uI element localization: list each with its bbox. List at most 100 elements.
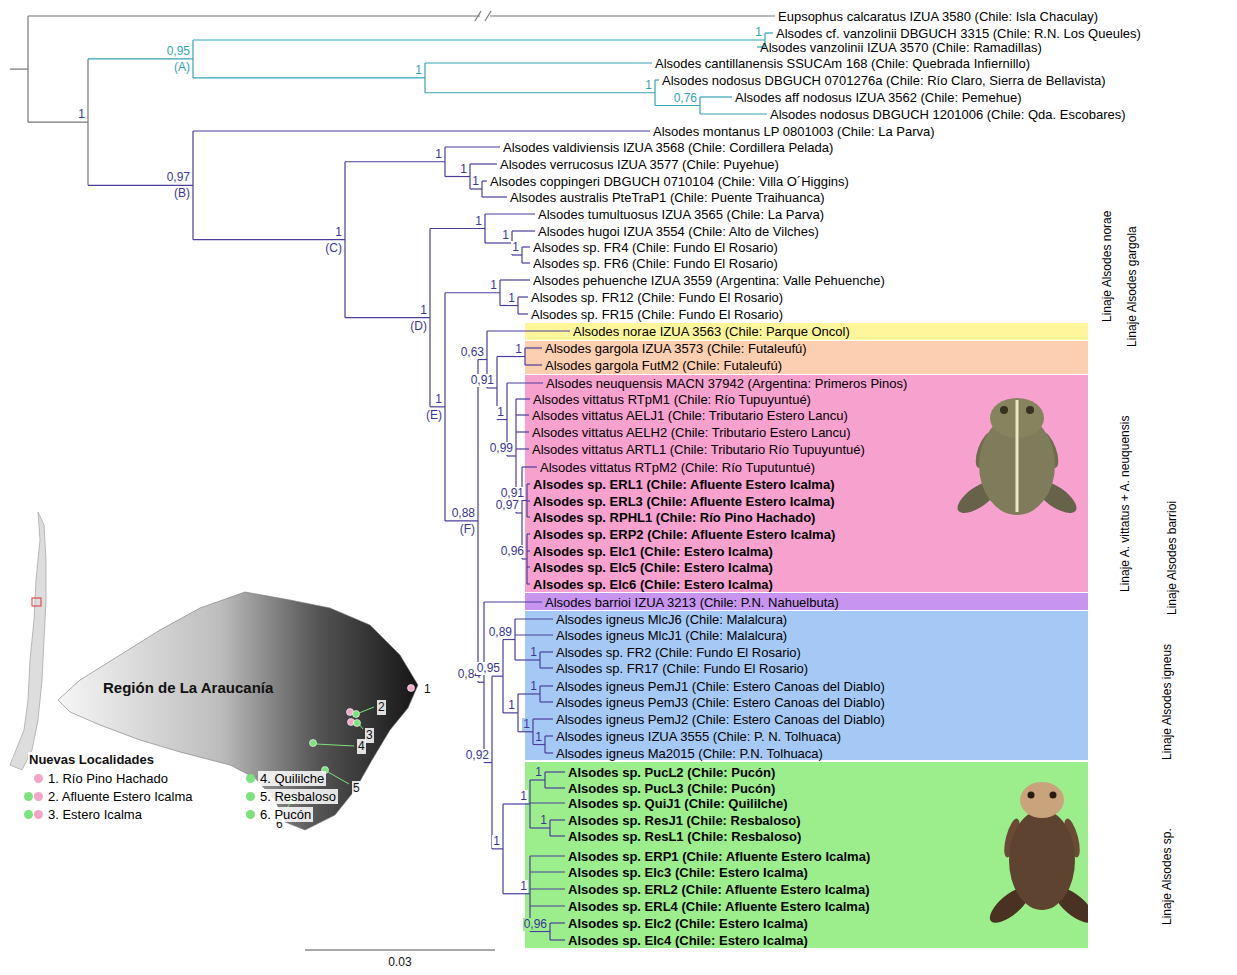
tree-branch <box>545 787 565 788</box>
tree-branch <box>530 931 550 932</box>
tree-branch <box>424 63 425 93</box>
tree-branch <box>530 779 545 780</box>
tree-branch <box>550 922 565 923</box>
lineage-label: Linaje Alsodes barrioi <box>1165 501 1179 615</box>
taxon-label: Alsodes igneus IZUA 3555 (Chile: P. N. T… <box>556 729 841 744</box>
tree-branch <box>524 348 525 365</box>
tree-branch <box>699 97 700 114</box>
tree-branch <box>527 566 530 567</box>
tree-branch <box>540 685 553 686</box>
lineage-band: Linaje Alsodes barrioiAlsodes barrioi IZ… <box>525 593 1088 610</box>
tree-branch <box>28 15 480 16</box>
tree-branch <box>522 262 530 263</box>
taxon-label: Alsodes sp. FR2 (Chile: Fundo El Rosario… <box>556 645 801 660</box>
tree-branch <box>487 330 570 331</box>
taxon-label: Alsodes sp. ResJ1 (Chile: Resbaloso) <box>568 813 801 828</box>
clade-letter: (B) <box>173 187 191 200</box>
tree-branch <box>529 780 530 828</box>
tree-branch <box>10 68 28 69</box>
locality-number: 2 <box>377 700 386 715</box>
tree-branch <box>525 348 526 365</box>
taxon-label: Alsodes coppingeri DBGUCH 0710104 (Chile… <box>490 174 849 189</box>
tree-branch <box>525 414 529 415</box>
tree-branch <box>492 848 503 849</box>
tree-branch <box>88 185 193 186</box>
tree-branch <box>550 939 565 940</box>
tree-branch <box>544 736 545 753</box>
tree-branch <box>549 923 550 940</box>
legend-extra-swatch <box>24 792 33 801</box>
support-value: 1 <box>511 241 520 254</box>
tree-branch <box>530 802 565 803</box>
tree-branch <box>503 893 530 894</box>
legend-text: 3. Estero Icalma <box>46 807 144 822</box>
tree-branch <box>525 693 540 694</box>
tree-branch <box>540 701 553 702</box>
tree-branch <box>88 58 193 59</box>
taxon-label: Alsodes sp. Elc4 (Chile: Estero Icalma) <box>568 933 808 948</box>
tree-branch <box>540 651 553 652</box>
support-value: 1 <box>507 699 516 712</box>
tree-branch <box>527 483 530 484</box>
chile-outline <box>10 512 46 770</box>
legend-text: 6. Pucón <box>258 807 313 822</box>
tree-branch <box>765 32 773 33</box>
taxon-label: Alsodes sp. FR15 (Chile: Fundo El Rosari… <box>531 307 783 322</box>
tree-branch <box>700 113 767 114</box>
legend-swatch <box>246 810 255 819</box>
tree-branch <box>550 819 565 820</box>
tree-branch <box>530 827 550 828</box>
tree-branch <box>518 731 533 732</box>
taxon-label: Alsodes nodosus DBGUCH 0701276a (Chile: … <box>662 73 1106 88</box>
tree-branch <box>525 364 542 365</box>
frog-illustration <box>953 398 1082 519</box>
support-value: 1 <box>334 226 343 239</box>
taxon-label: Alsodes sp. Elc5 (Chile: Estero Icalma) <box>533 560 773 575</box>
legend-text: 2. Afluente Estero Icalma <box>46 789 195 804</box>
tree-branch <box>522 500 527 501</box>
tree-branch <box>516 398 530 399</box>
taxon-label: Alsodes vittatus RTpM1 (Chile: Río Tupuy… <box>533 392 811 407</box>
support-value: 1 <box>471 175 480 188</box>
taxon-label: Alsodes igneus PemJ3 (Chile: Estero Cano… <box>556 695 885 710</box>
taxon-label: Alsodes sp. FR6 (Chile: Fundo El Rosario… <box>533 256 778 271</box>
taxon-label: Alsodes vanzolinii IZUA 3570 (Chile: Ram… <box>760 40 1042 55</box>
tree-branch <box>533 718 553 719</box>
tree-branch <box>518 693 540 694</box>
tree-branch <box>540 685 553 686</box>
support-value: 1 <box>77 108 86 121</box>
region-label: Región de La Araucanía <box>103 680 273 695</box>
tree-branch <box>545 735 553 736</box>
tree-branch <box>540 651 553 652</box>
tree-branch <box>530 802 565 803</box>
support-value: 1 <box>529 646 538 659</box>
taxon-label: Alsodes sp. ERL3 (Chile: Afluente Estero… <box>533 494 834 509</box>
tree-branch <box>500 279 530 280</box>
support-value: 1 <box>519 880 528 893</box>
taxon-label: Alsodes pehuenche IZUA 3559 (Argentina: … <box>533 273 885 288</box>
support-value: 0,91 <box>470 374 495 387</box>
tree-branch <box>429 229 430 407</box>
taxon-label: Alsodes sp. RPHL1 (Chile: Río Pino Hacha… <box>533 510 815 525</box>
support-value: 1 <box>474 215 483 228</box>
tree-branch <box>527 516 530 517</box>
tree-branch <box>491 676 492 849</box>
tree-branch <box>484 601 542 602</box>
tree-branch <box>430 406 445 407</box>
tree-branch <box>193 39 765 40</box>
legend-swatch <box>34 810 43 819</box>
support-value: 1 <box>644 79 653 92</box>
tree-branch <box>530 931 550 932</box>
clade-letter: (F) <box>459 523 476 536</box>
tree-branch <box>481 181 482 197</box>
tree-branch <box>525 893 530 894</box>
tree-branch <box>521 247 522 263</box>
tree-branch <box>525 398 530 399</box>
tree-branch <box>484 214 485 243</box>
support-value: 1 <box>501 229 510 242</box>
tree-branch <box>549 820 550 836</box>
taxon-label: Alsodes vittatus AELH2 (Chile: Tributari… <box>532 425 851 440</box>
taxon-label: Alsodes igneus PemJ2 (Chile: Estero Cano… <box>556 712 885 727</box>
tree-branch <box>514 619 515 660</box>
taxon-label: Alsodes verrucosus IZUA 3577 (Chile: Puy… <box>500 157 779 172</box>
